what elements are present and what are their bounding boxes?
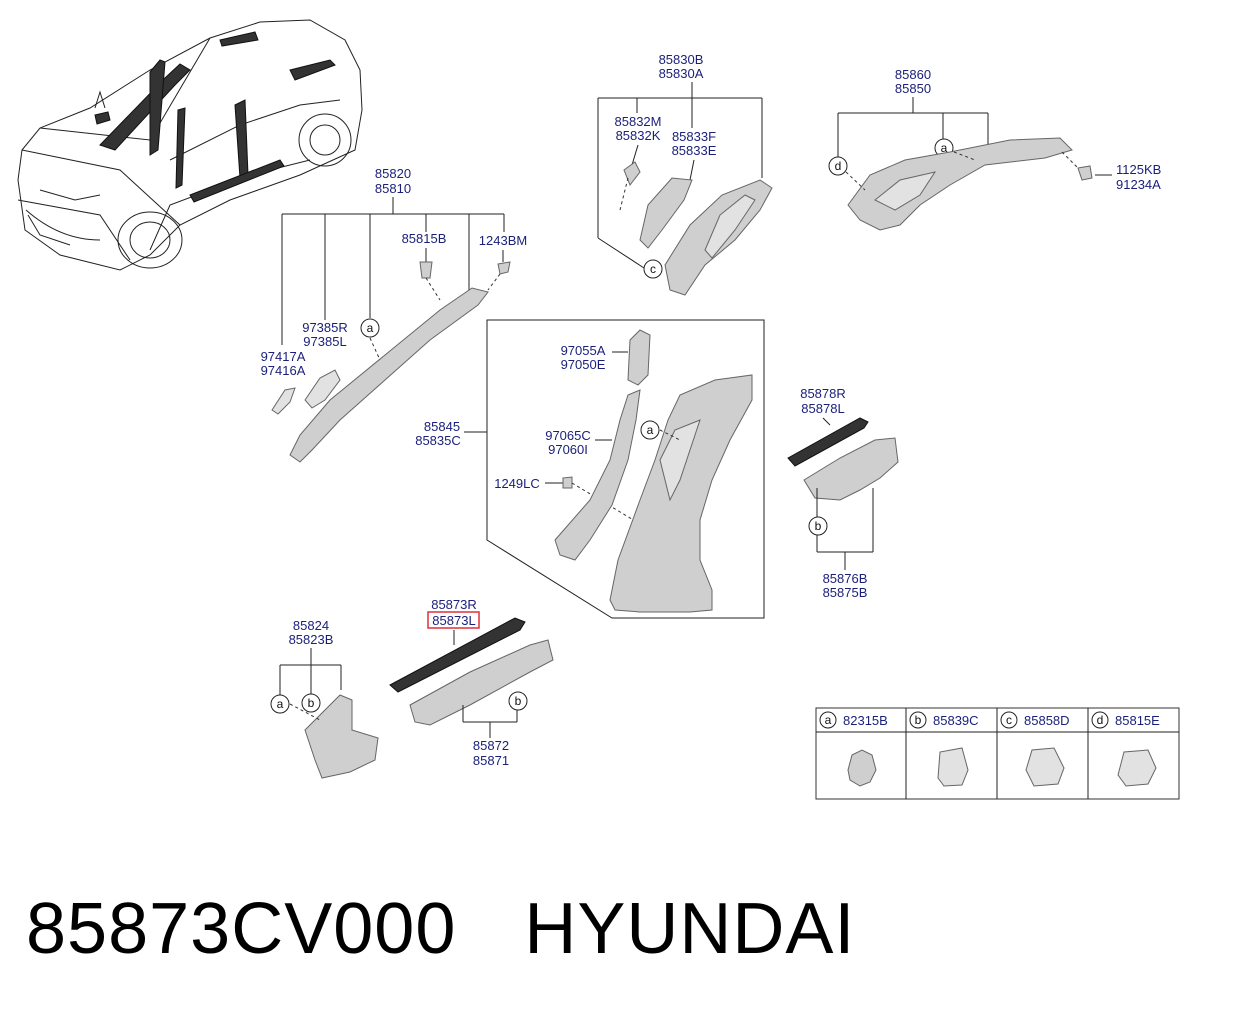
group-85878: 85878R 85878L b 85876B 85875B — [787, 386, 899, 600]
legend-item-a: a 82315B — [819, 711, 888, 787]
label-97065C: 97065C — [545, 428, 591, 443]
vehicle-illustration — [17, 19, 363, 271]
callout-d-label: d — [835, 159, 842, 173]
part-number: 85873CV000 — [26, 889, 457, 969]
brand-name: HYUNDAI — [524, 889, 856, 969]
group-85824: 85824 85823B a b — [270, 618, 379, 779]
label-97385R: 97385R — [302, 320, 348, 335]
label-85832K: 85832K — [616, 128, 661, 143]
label-85876B: 85876B — [823, 571, 868, 586]
legend-letter-d: d — [1097, 713, 1104, 727]
legend-part-d: 85815E — [1115, 713, 1160, 728]
label-1125KB: 1125KB — [1116, 162, 1161, 177]
label-85823B: 85823B — [289, 632, 334, 647]
product-caption: 85873CV000 HYUNDAI — [26, 888, 855, 970]
callout-a-label-3: a — [647, 423, 654, 437]
callout-b-label-2: b — [515, 694, 522, 708]
label-85824: 85824 — [293, 618, 329, 633]
label-85878R: 85878R — [800, 386, 846, 401]
legend-item-b: b 85839C — [909, 711, 979, 787]
label-85830A: 85830A — [659, 66, 704, 81]
legend-part-a: 82315B — [843, 713, 888, 728]
label-97385L: 97385L — [303, 334, 346, 349]
label-97050E: 97050E — [561, 357, 606, 372]
clip-c-icon — [1025, 747, 1065, 787]
label-97417A: 97417A — [261, 349, 306, 364]
legend-item-c: c 85858D — [1000, 711, 1070, 787]
group-85873: 85873R 85873L b 85872 85871 — [389, 597, 554, 768]
legend-item-d: d 85815E — [1091, 711, 1160, 787]
group-85845: 85845 85835C 97055A 97050E 97065C 97060I… — [415, 319, 765, 619]
legend-letter-a: a — [825, 713, 832, 727]
label-91234A: 91234A — [1116, 177, 1161, 192]
group-85830: 85830B 85830A 85832M 85832K 85833F 85833… — [597, 52, 773, 296]
clip-a-icon — [847, 749, 877, 787]
legend-letter-b: b — [915, 713, 922, 727]
label-85820: 85820 — [375, 166, 411, 181]
label-85875B: 85875B — [823, 585, 868, 600]
clip-d-icon — [1117, 749, 1157, 787]
label-85830B: 85830B — [659, 52, 704, 67]
callout-a-label-4: a — [277, 697, 284, 711]
label-85873L-highlighted: 85873L — [432, 613, 475, 628]
label-85878L: 85878L — [801, 401, 844, 416]
label-85833E: 85833E — [672, 143, 717, 158]
label-85833F: 85833F — [672, 129, 716, 144]
label-97416A: 97416A — [261, 363, 306, 378]
label-1243BM: 1243BM — [479, 233, 527, 248]
callout-b-label-3: b — [308, 696, 315, 710]
parts-diagram: 85830B 85830A 85832M 85832K 85833F 85833… — [17, 19, 1180, 800]
label-85815B: 85815B — [402, 231, 447, 246]
callout-c-label: c — [650, 262, 656, 276]
label-1249LC: 1249LC — [494, 476, 540, 491]
label-85832M: 85832M — [615, 114, 662, 129]
callout-b-label-1: b — [815, 519, 822, 533]
label-97060I: 97060I — [548, 442, 588, 457]
label-85810: 85810 — [375, 181, 411, 196]
label-85850: 85850 — [895, 81, 931, 96]
label-85835C: 85835C — [415, 433, 461, 448]
callout-a-label-2: a — [367, 321, 374, 335]
label-85871: 85871 — [473, 753, 509, 768]
group-85860: 85860 85850 d a 1125KB 91234A — [828, 67, 1161, 231]
legend-part-b: 85839C — [933, 713, 979, 728]
legend-part-c: 85858D — [1024, 713, 1070, 728]
label-85860: 85860 — [895, 67, 931, 82]
callout-a-label-1: a — [941, 141, 948, 155]
group-85820: 85820 85810 85815B 1243BM a 97385R 97385… — [261, 166, 527, 463]
clip-b-icon — [937, 747, 969, 787]
highlight-box — [427, 611, 480, 629]
label-85845: 85845 — [424, 419, 460, 434]
legend-table: a 82315B b 85839C c 85858D d 85815E — [815, 707, 1180, 800]
label-85872: 85872 — [473, 738, 509, 753]
label-85873R: 85873R — [431, 597, 477, 612]
label-97055A: 97055A — [561, 343, 606, 358]
legend-letter-c: c — [1006, 713, 1012, 727]
